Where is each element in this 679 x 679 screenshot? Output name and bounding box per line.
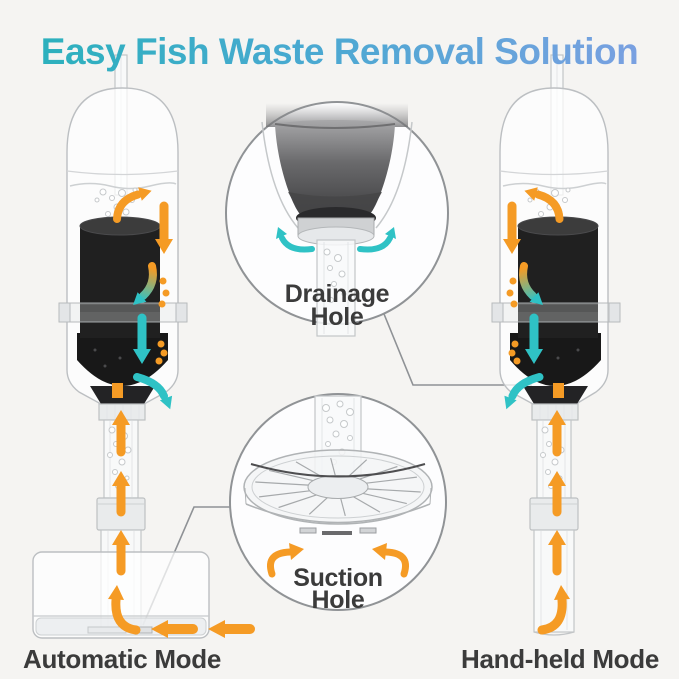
drainage-label-line1: Drainage [284,280,390,308]
inflow-curve-arrow-icon [534,190,564,223]
automatic-mode-device [32,54,255,639]
drainage-label-line2: Hole [310,303,364,331]
filter-media [510,216,601,386]
teal-exit-arrow-icon [508,373,544,400]
suction-flow-arrow-left-icon [267,548,294,578]
suction-callout [229,393,447,611]
drainage-flow-arrow-left-icon [279,235,315,253]
orange-to-teal-arrow-icon [139,262,157,300]
neck-flow-mark [553,383,564,398]
suction-label-line2: Hole [311,586,365,614]
handheld-mode-device [491,54,621,636]
mounting-collar [491,302,621,323]
tube-upturn-arrow-icon [537,595,567,635]
water-line [502,182,607,190]
handheld-mode-label: Hand-held Mode [460,644,659,674]
mounting-collar [58,302,188,323]
drainage-connector-line [383,313,532,386]
automatic-mode-label: Automatic Mode [22,644,222,674]
flow-arrows-left-device [108,187,255,638]
filter-media [77,216,168,386]
base-upturn-arrow-icon [111,595,141,635]
suction-closeup-illustration [243,395,433,578]
page-title: Easy Fish Waste Removal Solution [0,31,679,73]
suction-label-line1: Suction [293,564,383,592]
neck-flow-mark [112,383,123,398]
drainage-hole-label: Drainage Hole [237,280,437,331]
drainage-flow-arrow-right-icon [357,235,393,253]
suction-flow-arrow-right-icon [382,548,409,578]
orange-to-teal-arrow-icon [519,262,537,300]
drainage-callout [225,101,449,337]
drainage-closeup-illustration [261,103,413,337]
water-line [69,182,177,190]
teal-exit-arrow-icon [133,373,168,400]
inflow-curve-arrow-icon [113,190,142,223]
flow-arrows-right-device [503,187,570,635]
suction-hole-label: Suction Hole [238,564,438,614]
